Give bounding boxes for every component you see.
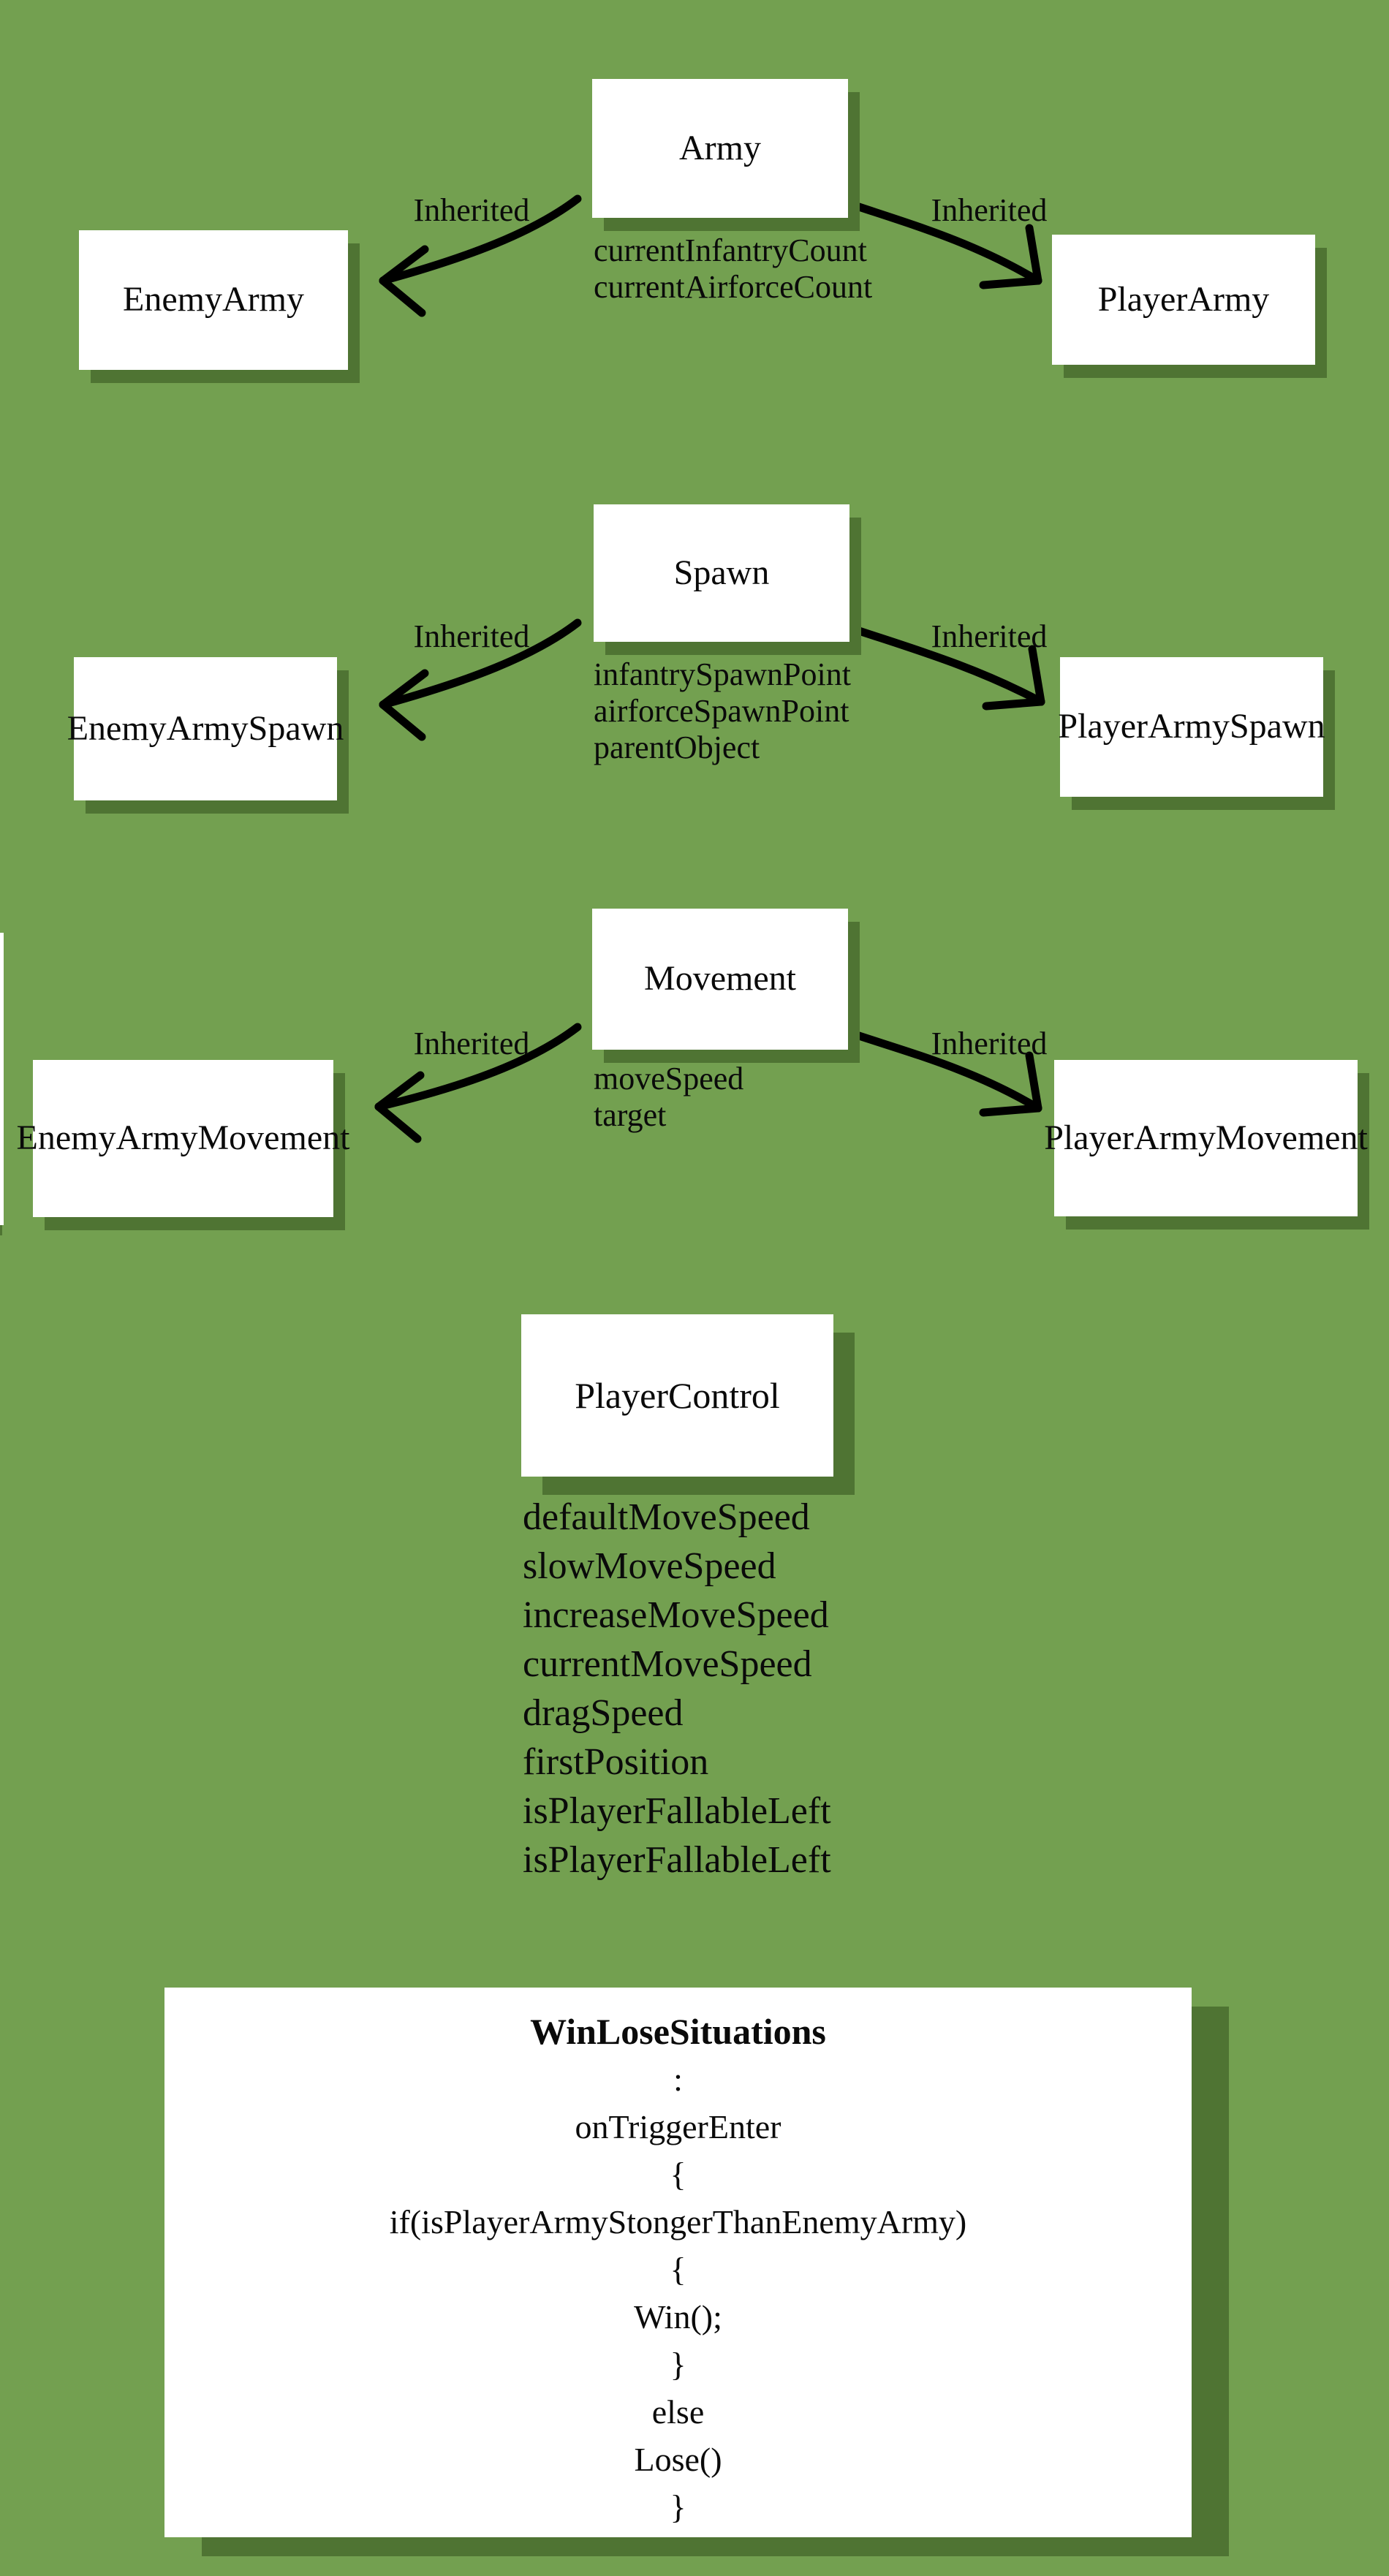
attribute-line: isPlayerFallableLeft [523,1839,831,1881]
code-line: { [670,2156,686,2193]
attribute-line: airforceSpawnPoint [594,693,849,729]
attribute-line: isPlayerFallableLeft [523,1790,831,1832]
code-line: if(isPlayerArmyStongerThanEnemyArmy) [389,2203,967,2240]
attribute-line: moveSpeed [594,1061,744,1096]
inherited-label: Inherited [413,618,530,654]
attribute-line: currentAirforceCount [594,269,873,305]
attribute-line: slowMoveSpeed [523,1545,776,1587]
class-box-label: PlayerArmySpawn [1058,707,1325,746]
inherited-arrow-row2-left [379,618,582,741]
inherited-label: Inherited [413,1026,530,1061]
attribute-list-army: currentInfantryCount currentAirforceCoun… [594,232,872,306]
attribute-list-player-control: defaultMoveSpeed slowMoveSpeed increaseM… [523,1493,831,1884]
inherited-arrow-row2-right [844,623,1045,711]
inherited-arrow-row3-left [374,1023,582,1143]
code-line: Win(); [634,2298,722,2336]
class-box-win-lose-situations: WinLoseSituations : onTriggerEnter { if(… [164,1988,1192,2537]
class-box-player-army-spawn: PlayerArmySpawn [1058,657,1325,797]
attribute-line: currentInfantryCount [594,232,867,268]
code-line: { [670,2251,686,2288]
class-box-label: PlayerArmy [1097,279,1270,319]
code-line: else [651,2393,705,2431]
attribute-list-movement: moveSpeed target [594,1061,743,1134]
class-box-enemy-army: EnemyArmy [79,230,348,370]
inherited-arrow-row1-right [844,199,1042,289]
inherited-label: Inherited [931,618,1048,654]
class-box-player-control: PlayerControl [521,1314,833,1477]
class-box-player-army: PlayerArmy [1052,235,1315,365]
class-box-enemy-army-spawn: EnemyArmySpawn [67,657,344,800]
attribute-line: firstPosition [523,1741,709,1783]
attribute-line: target [594,1097,667,1133]
attribute-line: parentObject [594,730,760,765]
inherited-arrow-row3-right [844,1028,1042,1117]
attribute-line: infantrySpawnPoint [594,656,851,692]
attribute-list-spawn: infantrySpawnPoint airforceSpawnPoint pa… [594,656,851,766]
offscreen-box-sliver [0,933,4,1225]
inherited-arrow-row1-left [379,194,582,317]
class-box-label: EnemyArmySpawn [67,708,344,748]
win-lose-code-block: WinLoseSituations : onTriggerEnter { if(… [164,2008,1192,2531]
class-box-label: EnemyArmyMovement [16,1118,350,1158]
attribute-line: currentMoveSpeed [523,1643,812,1685]
class-box-label: Movement [644,959,796,999]
class-box-label: PlayerControl [575,1374,780,1416]
attribute-line: dragSpeed [523,1692,684,1734]
class-box-spawn: Spawn [594,504,849,642]
code-line: } [670,2488,686,2526]
class-box-army: Army [592,79,848,218]
attribute-line: defaultMoveSpeed [523,1496,810,1538]
inherited-label: Inherited [413,192,530,228]
class-box-player-army-movement: PlayerArmyMovement [1044,1060,1368,1216]
code-line: Lose() [634,2441,722,2478]
class-box-label: EnemyArmy [123,280,304,319]
class-box-label: PlayerArmyMovement [1044,1118,1368,1157]
code-line: } [670,2346,686,2383]
class-box-label: Army [679,128,761,167]
class-box-enemy-army-movement: EnemyArmyMovement [17,1060,349,1217]
code-line: onTriggerEnter [575,2108,781,2145]
offscreen-box-sliver-shadow [0,1225,2,1235]
attribute-line: increaseMoveSpeed [523,1594,829,1636]
inherited-label: Inherited [931,1026,1048,1061]
class-box-label: Spawn [673,553,770,592]
win-lose-title: WinLoseSituations [530,2011,826,2052]
inherited-label: Inherited [931,192,1048,228]
code-line: : [673,2061,683,2098]
class-box-movement: Movement [592,909,848,1050]
